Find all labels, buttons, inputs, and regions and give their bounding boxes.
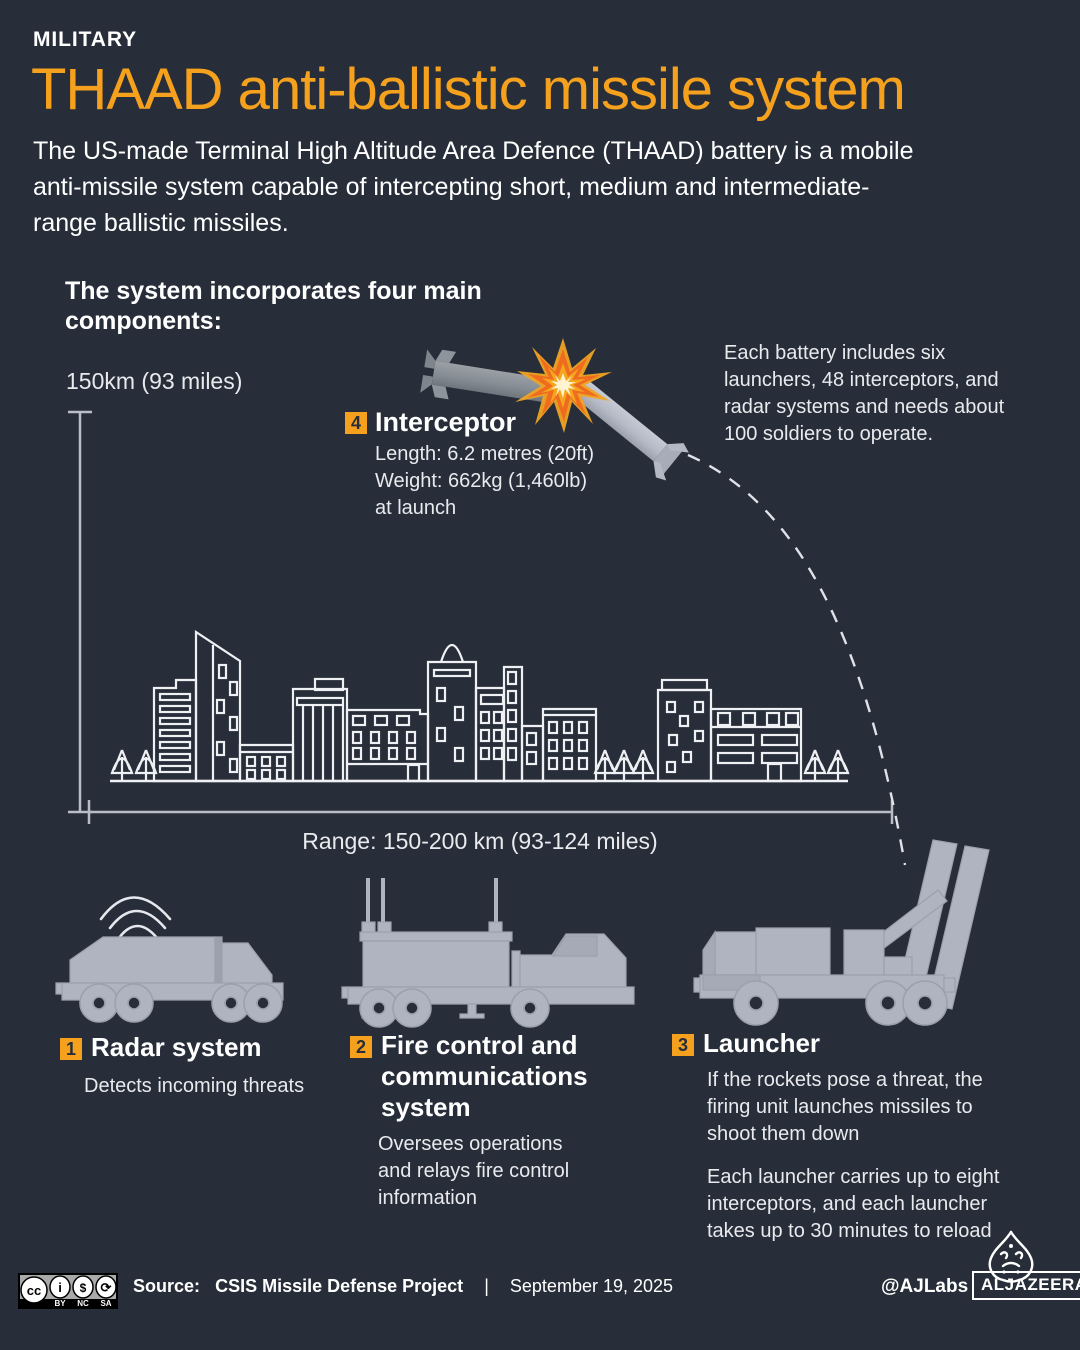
source-label: Source:	[133, 1276, 201, 1296]
building	[291, 677, 349, 783]
radar-waves-icon	[99, 896, 172, 940]
building	[520, 724, 545, 783]
tree-icon	[803, 749, 827, 781]
svg-text:⟳: ⟳	[101, 1280, 112, 1295]
tree-icon	[134, 749, 158, 781]
altitude-label: 150km (93 miles)	[66, 368, 243, 394]
standfirst-text: The US-made Terminal High Altitude Area …	[33, 137, 914, 237]
footer: cc i $ ⟳ BY NC SA Source: CSIS Missile D…	[0, 1230, 1080, 1328]
component-description-secondary: Each launcher carries up to eight interc…	[707, 1166, 1000, 1242]
component-number-badge: 1	[60, 1038, 82, 1060]
interceptor-specs: Length: 6.2 metres (20ft) Weight: 662kg …	[375, 443, 595, 519]
building	[656, 678, 713, 783]
range-axis	[87, 800, 894, 824]
interceptor-trajectory	[687, 453, 907, 866]
tree-icon	[612, 749, 636, 781]
interceptor-number-badge: 4	[345, 412, 367, 434]
source-line: Source: CSIS Missile Defense Project | S…	[133, 1276, 673, 1297]
building	[709, 707, 803, 783]
component-title: Radar system	[91, 1032, 262, 1062]
component-number-badge: 3	[672, 1034, 694, 1056]
building	[541, 707, 598, 783]
building	[474, 686, 506, 783]
source-name: CSIS Missile Defense Project	[215, 1276, 464, 1296]
altitude-axis	[68, 410, 92, 814]
building	[238, 743, 295, 783]
launcher-truck-icon	[693, 839, 990, 1026]
component-description: Detects incoming threats	[84, 1075, 305, 1097]
interceptor-callout: 4 Interceptor Length: 6.2 metres (20ft) …	[345, 406, 645, 522]
tree-icon	[826, 749, 850, 781]
explosion-icon	[515, 338, 612, 433]
page-title: THAAD anti-ballistic missile system	[31, 57, 906, 122]
component-title: Fire control and communications system	[381, 1030, 588, 1122]
brand-logo: ALJAZEERA	[972, 1271, 1080, 1300]
tree-icon	[110, 749, 134, 781]
source-separator: |	[484, 1276, 489, 1296]
building	[502, 665, 524, 783]
component-description: Oversees operations and relays fire cont…	[378, 1133, 570, 1209]
publish-date: September 19, 2025	[509, 1276, 674, 1296]
building	[426, 643, 478, 783]
component-launcher: 3 Launcher If the rockets pose a threat,…	[672, 1028, 1022, 1245]
radar-truck-icon	[55, 896, 284, 1023]
city-skyline	[110, 629, 850, 783]
component-radar-system: 1 Radar system Detects incoming threats	[60, 1032, 330, 1100]
svg-text:NC: NC	[77, 1299, 89, 1308]
component-fire-control-system: 2 Fire control and communications system…	[350, 1030, 600, 1212]
svg-text:BY: BY	[54, 1299, 66, 1308]
component-number-badge: 2	[350, 1036, 372, 1058]
svg-text:SA: SA	[100, 1299, 111, 1308]
fire-control-truck-icon	[341, 878, 635, 1028]
building	[194, 629, 242, 783]
building	[152, 678, 198, 783]
component-description: If the rockets pose a threat, the firing…	[707, 1069, 983, 1145]
creative-commons-icon: cc i $ ⟳ BY NC SA	[18, 1273, 118, 1309]
interceptor-title: Interceptor	[375, 407, 517, 437]
component-title: Launcher	[703, 1028, 821, 1058]
threat-missile-icon	[420, 349, 548, 403]
tree-icon	[631, 749, 655, 781]
svg-text:i: i	[58, 1280, 62, 1295]
svg-text:cc: cc	[27, 1283, 41, 1298]
svg-text:$: $	[80, 1281, 87, 1295]
battery-note: Each battery includes six launchers, 48 …	[724, 342, 1005, 445]
range-label: Range: 150-200 km (93-124 miles)	[302, 828, 658, 854]
antenna-icon	[366, 878, 498, 925]
building	[345, 708, 430, 783]
tree-icon	[593, 749, 617, 781]
kicker-label: MILITARY	[33, 28, 138, 51]
section-subhead: The system incorporates four main compon…	[65, 277, 482, 335]
aljazeera-flame-icon	[988, 1230, 1034, 1283]
social-handle: @AJLabs	[881, 1276, 969, 1297]
